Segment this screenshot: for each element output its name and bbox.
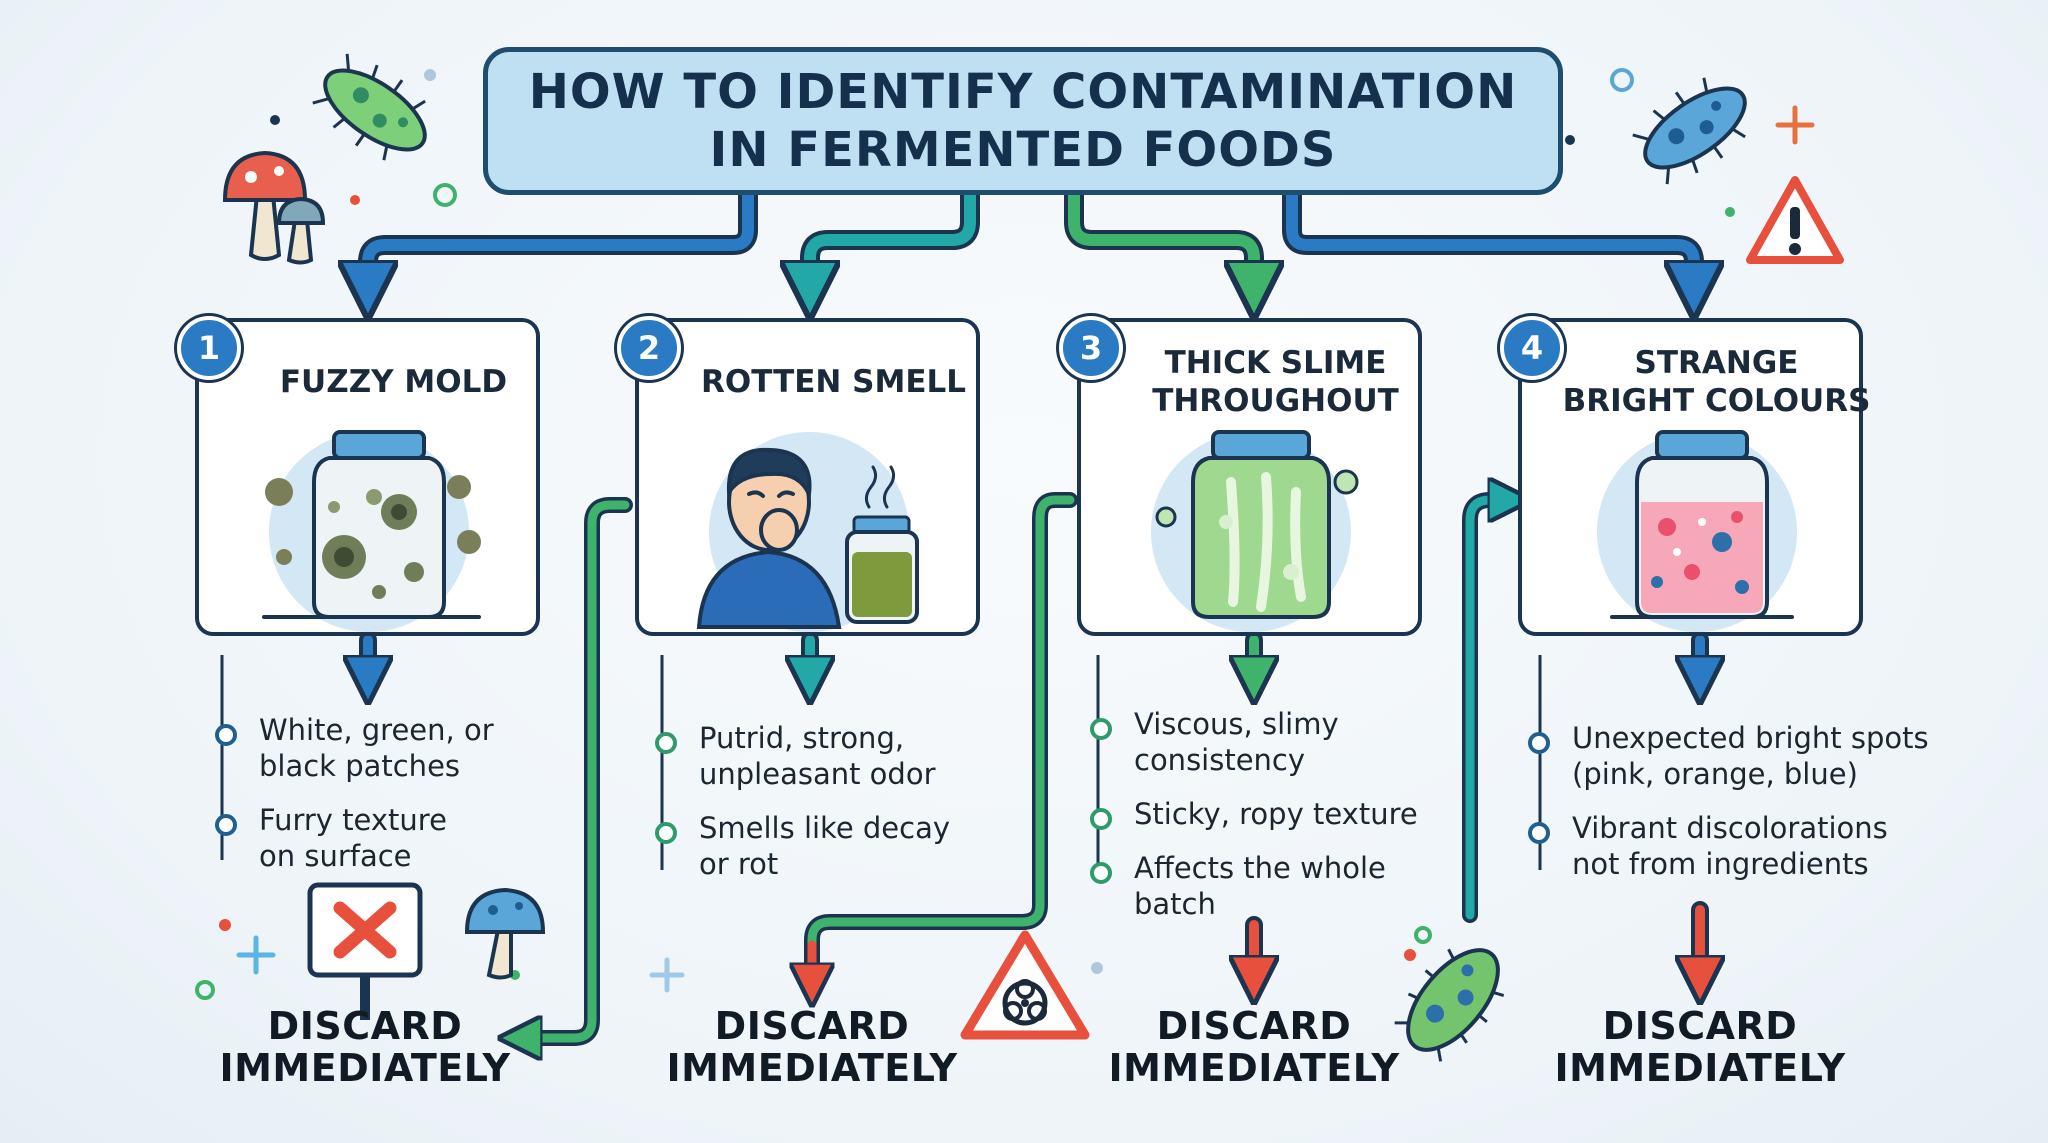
step-title: ROTTEN SMELL (699, 336, 968, 428)
discolored-jar-icon (1597, 430, 1797, 632)
action-text: DISCARD (714, 1004, 910, 1048)
bacteria-icon (312, 53, 427, 161)
step-number-badge: 1 (177, 316, 241, 380)
step-title-line: THROUGHOUT (1152, 383, 1399, 419)
bullet-text: (pink, orange, blue) (1572, 757, 1858, 791)
sparkle-icon (195, 68, 1634, 1000)
bacteria-icon (1394, 948, 1505, 1062)
step-title-line: ROTTEN SMELL (701, 364, 966, 400)
action-text: DISCARD (267, 1004, 463, 1048)
list-item: Unexpected bright spots (pink, orange, b… (1528, 720, 2008, 792)
mushroom-icon (464, 887, 546, 980)
step2-action: DISCARD IMMEDIATELY (642, 1005, 982, 1089)
step-title-line: FUZZY MOLD (279, 364, 508, 400)
bullet-dot (1090, 718, 1112, 740)
title-line-1: HOW TO IDENTIFY CONTAMINATION (528, 64, 1518, 120)
step4-symptom-list: Unexpected bright spots (pink, orange, b… (1528, 720, 2008, 900)
connector-title-to-step4 (1282, 186, 1694, 290)
action-text: IMMEDIATELY (1554, 1046, 1846, 1090)
list-item: Affects the whole batch (1090, 850, 1510, 922)
step-title-line: BRIGHT COLOURS (1562, 383, 1871, 419)
sparkle-icon (219, 69, 1735, 980)
person-smelling-jar-icon (696, 432, 919, 632)
step-card-bright-colours: 4 STRANGE BRIGHT COLOURS (1500, 316, 1871, 636)
list-item: Viscous, slimy consistency (1090, 706, 1510, 778)
x-sign-icon (307, 882, 423, 1020)
list-item: Vibrant discolorations not from ingredie… (1528, 810, 2008, 882)
bullet-dot (215, 724, 237, 746)
connector-teal-to-card4 (1462, 500, 1510, 923)
bullet-text: Vibrant discolorations (1572, 811, 1888, 845)
step-number-badge: 2 (617, 316, 681, 380)
step-title: THICK SLIME THROUGHOUT (1141, 336, 1410, 428)
action-text: IMMEDIATELY (219, 1046, 511, 1090)
connector-title-to-step1 (368, 186, 758, 290)
step-title: FUZZY MOLD (259, 336, 528, 428)
title-line-2: IN FERMENTED FOODS (709, 122, 1337, 178)
action-text: DISCARD (1602, 1004, 1798, 1048)
step1-symptom-list: White, green, or black patches Furry tex… (215, 712, 635, 892)
list-item: Smells like decay or rot (655, 810, 1075, 882)
step2-symptom-list: Putrid, strong, unpleasant odor Smells l… (655, 720, 1075, 900)
action-text: IMMEDIATELY (666, 1046, 958, 1090)
bullet-dot (1528, 732, 1550, 754)
step-number-badge: 3 (1059, 316, 1123, 380)
step-title-line: THICK SLIME (1164, 345, 1387, 381)
bullet-text: Viscous, slimy (1134, 707, 1339, 741)
bullet-dot (1528, 822, 1550, 844)
biohazard-icon (960, 930, 1090, 1040)
step4-action: DISCARD IMMEDIATELY (1530, 1005, 1870, 1089)
connector-card2-to-discard1 (520, 497, 633, 1038)
connector-title-to-step2 (810, 186, 980, 290)
step3-symptom-list: Viscous, slimy consistency Sticky, ropy … (1090, 706, 1510, 940)
bullet-text: batch (1134, 887, 1216, 921)
bullet-text: or rot (699, 847, 779, 881)
sparkle-icon (236, 105, 1815, 993)
bullet-dot (1090, 862, 1112, 884)
slimy-jar-icon (1151, 430, 1359, 632)
step3-action: DISCARD IMMEDIATELY (1084, 1005, 1424, 1089)
action-text: IMMEDIATELY (1108, 1046, 1400, 1090)
bullet-dot (215, 814, 237, 836)
step-card-fuzzy-mold: 1 FUZZY MOLD (177, 316, 540, 636)
bullet-dot (1090, 808, 1112, 830)
bullet-text: Sticky, ropy texture (1134, 797, 1418, 831)
bullet-text: not from ingredients (1572, 847, 1869, 881)
step-number-badge: 4 (1500, 316, 1564, 380)
bullet-text: Affects the whole (1134, 851, 1386, 885)
bullet-text: Smells like decay (699, 811, 951, 845)
moldy-jar-icon (262, 430, 481, 632)
bullet-text: on surface (259, 839, 412, 873)
bullet-text: unpleasant odor (699, 757, 936, 791)
step-card-rotten-smell: 2 ROTTEN SMELL (617, 316, 980, 636)
bullet-dot (655, 822, 677, 844)
bullet-text: black patches (259, 749, 461, 783)
list-item: White, green, or black patches (215, 712, 635, 784)
list-item: Putrid, strong, unpleasant odor (655, 720, 1075, 792)
list-item: Sticky, ropy texture (1090, 796, 1510, 832)
bacteria-icon (1632, 77, 1747, 185)
bullet-text: Putrid, strong, (699, 721, 905, 755)
diagram-title: HOW TO IDENTIFY CONTAMINATION IN FERMENT… (483, 47, 1563, 195)
step-title: STRANGE BRIGHT COLOURS (1563, 336, 1871, 428)
bullet-text: consistency (1134, 743, 1306, 777)
bullet-text: Furry texture (259, 803, 447, 837)
step-title-line: STRANGE (1634, 345, 1799, 381)
action-text: DISCARD (1156, 1004, 1352, 1048)
connector-title-to-step3 (1064, 186, 1254, 290)
step1-action: DISCARD IMMEDIATELY (195, 1005, 535, 1089)
warning-triangle-icon (1746, 176, 1844, 264)
bullet-dot (655, 732, 677, 754)
mushroom-icon (222, 150, 326, 265)
connector-card3-to-discard2 (812, 492, 1078, 985)
bullet-text: Unexpected bright spots (1572, 721, 1929, 755)
bullet-text: White, green, or (259, 713, 494, 747)
list-item: Furry texture on surface (215, 802, 635, 874)
step-card-thick-slime: 3 THICK SLIME THROUGHOUT (1059, 316, 1422, 636)
